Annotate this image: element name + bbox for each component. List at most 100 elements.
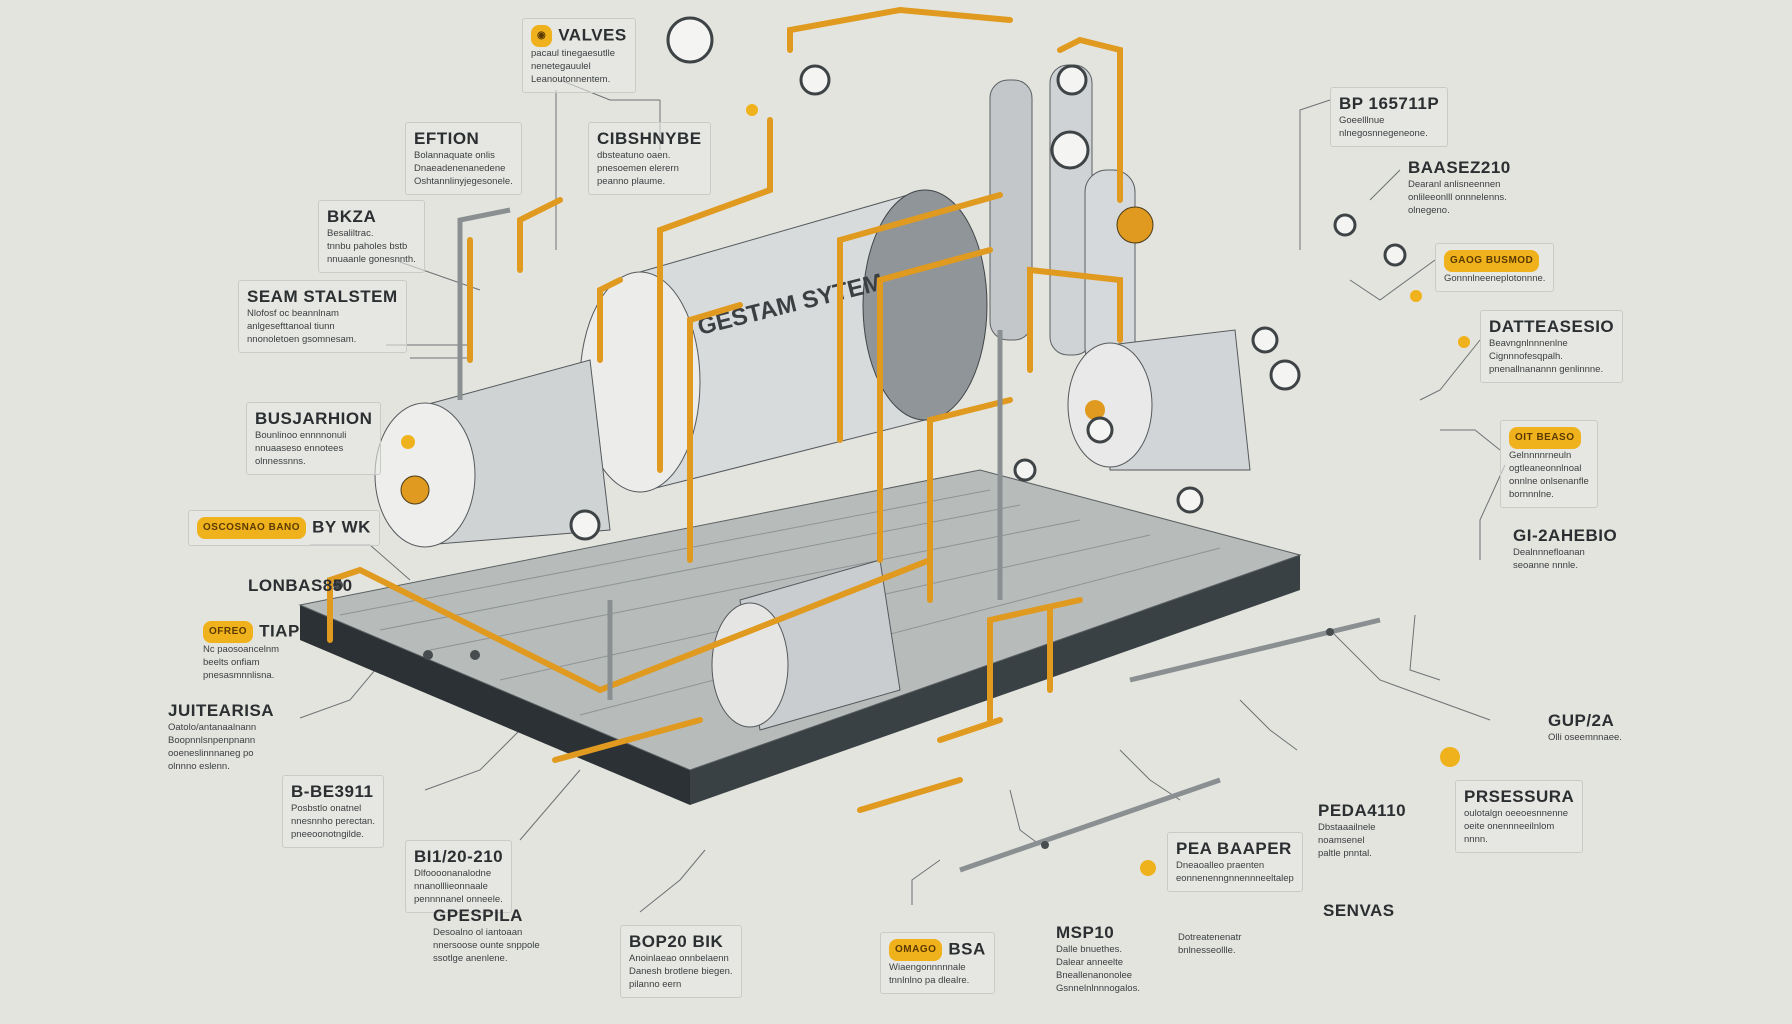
callout-description-line: Bolannaquate onlis: [414, 150, 495, 161]
callout-title: PRSESSURA: [1464, 787, 1574, 807]
callout-title: DATTEASESIO: [1489, 317, 1614, 337]
callout-description-line: onlileeonlll onnnelenns.: [1408, 192, 1507, 203]
left-tank: [374, 359, 611, 548]
callout-label: SENVAS: [1315, 895, 1403, 927]
callout-title-text: GPESPILA: [433, 906, 523, 925]
callout-title: PEA BAAPER: [1176, 839, 1294, 859]
callout-description-line: Gsnnelnlnnnogalos.: [1056, 983, 1140, 994]
callout-description-line: Dnaeadenenanedene: [414, 163, 506, 174]
callout-label: GPESPILA Desoalno ol iantoaan nnersoose ou…: [425, 900, 548, 971]
callout-title-text: PEDA4110: [1318, 801, 1407, 820]
callout-title: B-BE3911: [291, 782, 375, 802]
callout-description-line: pnenallnanannn genlinnne.: [1489, 364, 1604, 375]
callout-description-line: nnersoose ounte snppole: [433, 940, 540, 951]
callout-description-line: Olli oseemnnaee.: [1548, 732, 1622, 743]
callout-description-line: nnuaanle gonesnnth.: [327, 254, 416, 265]
callout-title: GAOG BUSMOD: [1444, 250, 1545, 272]
callout-description-line: pnesasmnnlisna.: [203, 670, 275, 681]
callout-title: BUSJARHION: [255, 409, 372, 429]
callout-description-line: Dealnnnefloanan: [1513, 547, 1585, 558]
callout-description-line: Cignnnofesqpalh.: [1489, 351, 1563, 362]
callout-label: LONBAS850: [240, 570, 361, 602]
callout-description-line: Desoalno ol iantoaan: [433, 927, 523, 938]
callout-badge: OFREO: [203, 621, 254, 643]
callout-title: BI1/20-210: [414, 847, 503, 867]
callout-description-line: anlgesefttanoal tiunn: [247, 321, 335, 332]
callout-description-line: eonnenenngnnennneeltalep: [1176, 873, 1294, 884]
orange-markers: [401, 104, 1470, 876]
main-boiler-tank: GESTAM SYTEM: [579, 189, 988, 493]
callout-title-text: BP 165711P: [1339, 94, 1440, 113]
callout-description-line: onnlne onlsenanfle: [1509, 476, 1589, 487]
callout-description-line: Dalear anneelte: [1056, 957, 1124, 968]
lower-tank: [711, 559, 901, 731]
callout-title: BAASEZ210: [1408, 158, 1511, 178]
callout-title-text: LONBAS850: [248, 576, 353, 595]
callout-description-line: pacaul tinegaesutlle: [531, 48, 615, 59]
callout-description-line: Nlofosf oc beannlnam: [247, 308, 339, 319]
callout-description-line: Danesh brotlene biegen.: [629, 966, 733, 977]
callout-description-line: bnlnesseollle.: [1178, 945, 1236, 956]
callout-title-text: B-BE3911: [291, 782, 374, 801]
callout-title: PEDA4110: [1318, 801, 1406, 821]
callout-description-line: olnnno eslenn.: [168, 761, 230, 772]
callout-description-line: Nc paosoancelnm: [203, 644, 280, 655]
callout-title-text: SENVAS: [1323, 901, 1395, 920]
callout-description-line: Leanoutonnentem.: [531, 74, 611, 85]
callout-title-text: BAASEZ210: [1408, 158, 1511, 177]
callout-description-line: pnesoemen elerern: [597, 163, 679, 174]
callout-description-line: noamsenel: [1318, 835, 1365, 846]
callout-description-line: nnanolllieonnaale: [414, 881, 488, 892]
callout-label: BP 165711P Goeelllnue nlnegosnnegeneone.: [1330, 87, 1449, 147]
callout-description-line: paltle pnntal.: [1318, 848, 1372, 859]
callout-title-text: MSP10: [1056, 923, 1115, 942]
callout-title: JUITEARISA: [168, 701, 274, 721]
callout-description-line: Dneaoalleo praenten: [1176, 860, 1265, 871]
callout-description-line: nlnegosnnegeneone.: [1339, 128, 1428, 139]
callout-description-line: Boopnnlsnpenpnann: [168, 735, 256, 746]
callout-title: CIBSHNYBE: [597, 129, 702, 149]
callout-description-line: ooeneslinnnaneg po: [168, 748, 254, 759]
callout-description-line: olnegeno.: [1408, 205, 1450, 216]
callout-description-line: Dearanl anlisneennen: [1408, 179, 1501, 190]
callout-description-line: nnesnnho perectan.: [291, 816, 375, 827]
orange-pipes: [327, 6, 1123, 813]
callout-description-line: Beavngnlnnnenlne: [1489, 338, 1568, 349]
callout-description-line: ogtleaneonnlnoal: [1509, 463, 1582, 474]
vertical-columns: [989, 64, 1154, 371]
callout-description-line: nnonoletoen gsomnesam.: [247, 334, 357, 345]
callout-description-line: seoanne nnnle.: [1513, 560, 1578, 571]
callout-description-line: Oshtannlinyjegesonele.: [414, 176, 513, 187]
callout-title-text: DATTEASESIO: [1489, 317, 1615, 336]
callout-title: OIT BEASO: [1509, 427, 1589, 449]
callout-title: GPESPILA: [433, 906, 540, 926]
callout-description-line: pneeoonotngilde.: [291, 829, 364, 840]
callout-description-line: nnuaaseso ennotees: [255, 443, 344, 454]
callout-description-line: peanno plaume.: [597, 176, 666, 187]
callout-title-text: TIAP: [259, 621, 300, 641]
callout-description-line: Besaliltrac.: [327, 228, 374, 239]
callout-description-line: oulotalgn oeeoesnnenne: [1464, 808, 1569, 819]
callout-description-line: Goeelllnue: [1339, 115, 1385, 126]
callout-description-line: Dbstaaailnele: [1318, 822, 1376, 833]
callout-description-line: olnnessnns.: [255, 456, 306, 467]
callout-description-line: bornnnlne.: [1509, 489, 1554, 500]
callout-badge: OIT BEASO: [1509, 427, 1581, 449]
callout-description-line: Gelnnnnrneuln: [1509, 450, 1572, 461]
callout-description-line: dbsteatuno oaen.: [597, 150, 671, 161]
callout-title-text: BI1/20-210: [414, 847, 504, 866]
